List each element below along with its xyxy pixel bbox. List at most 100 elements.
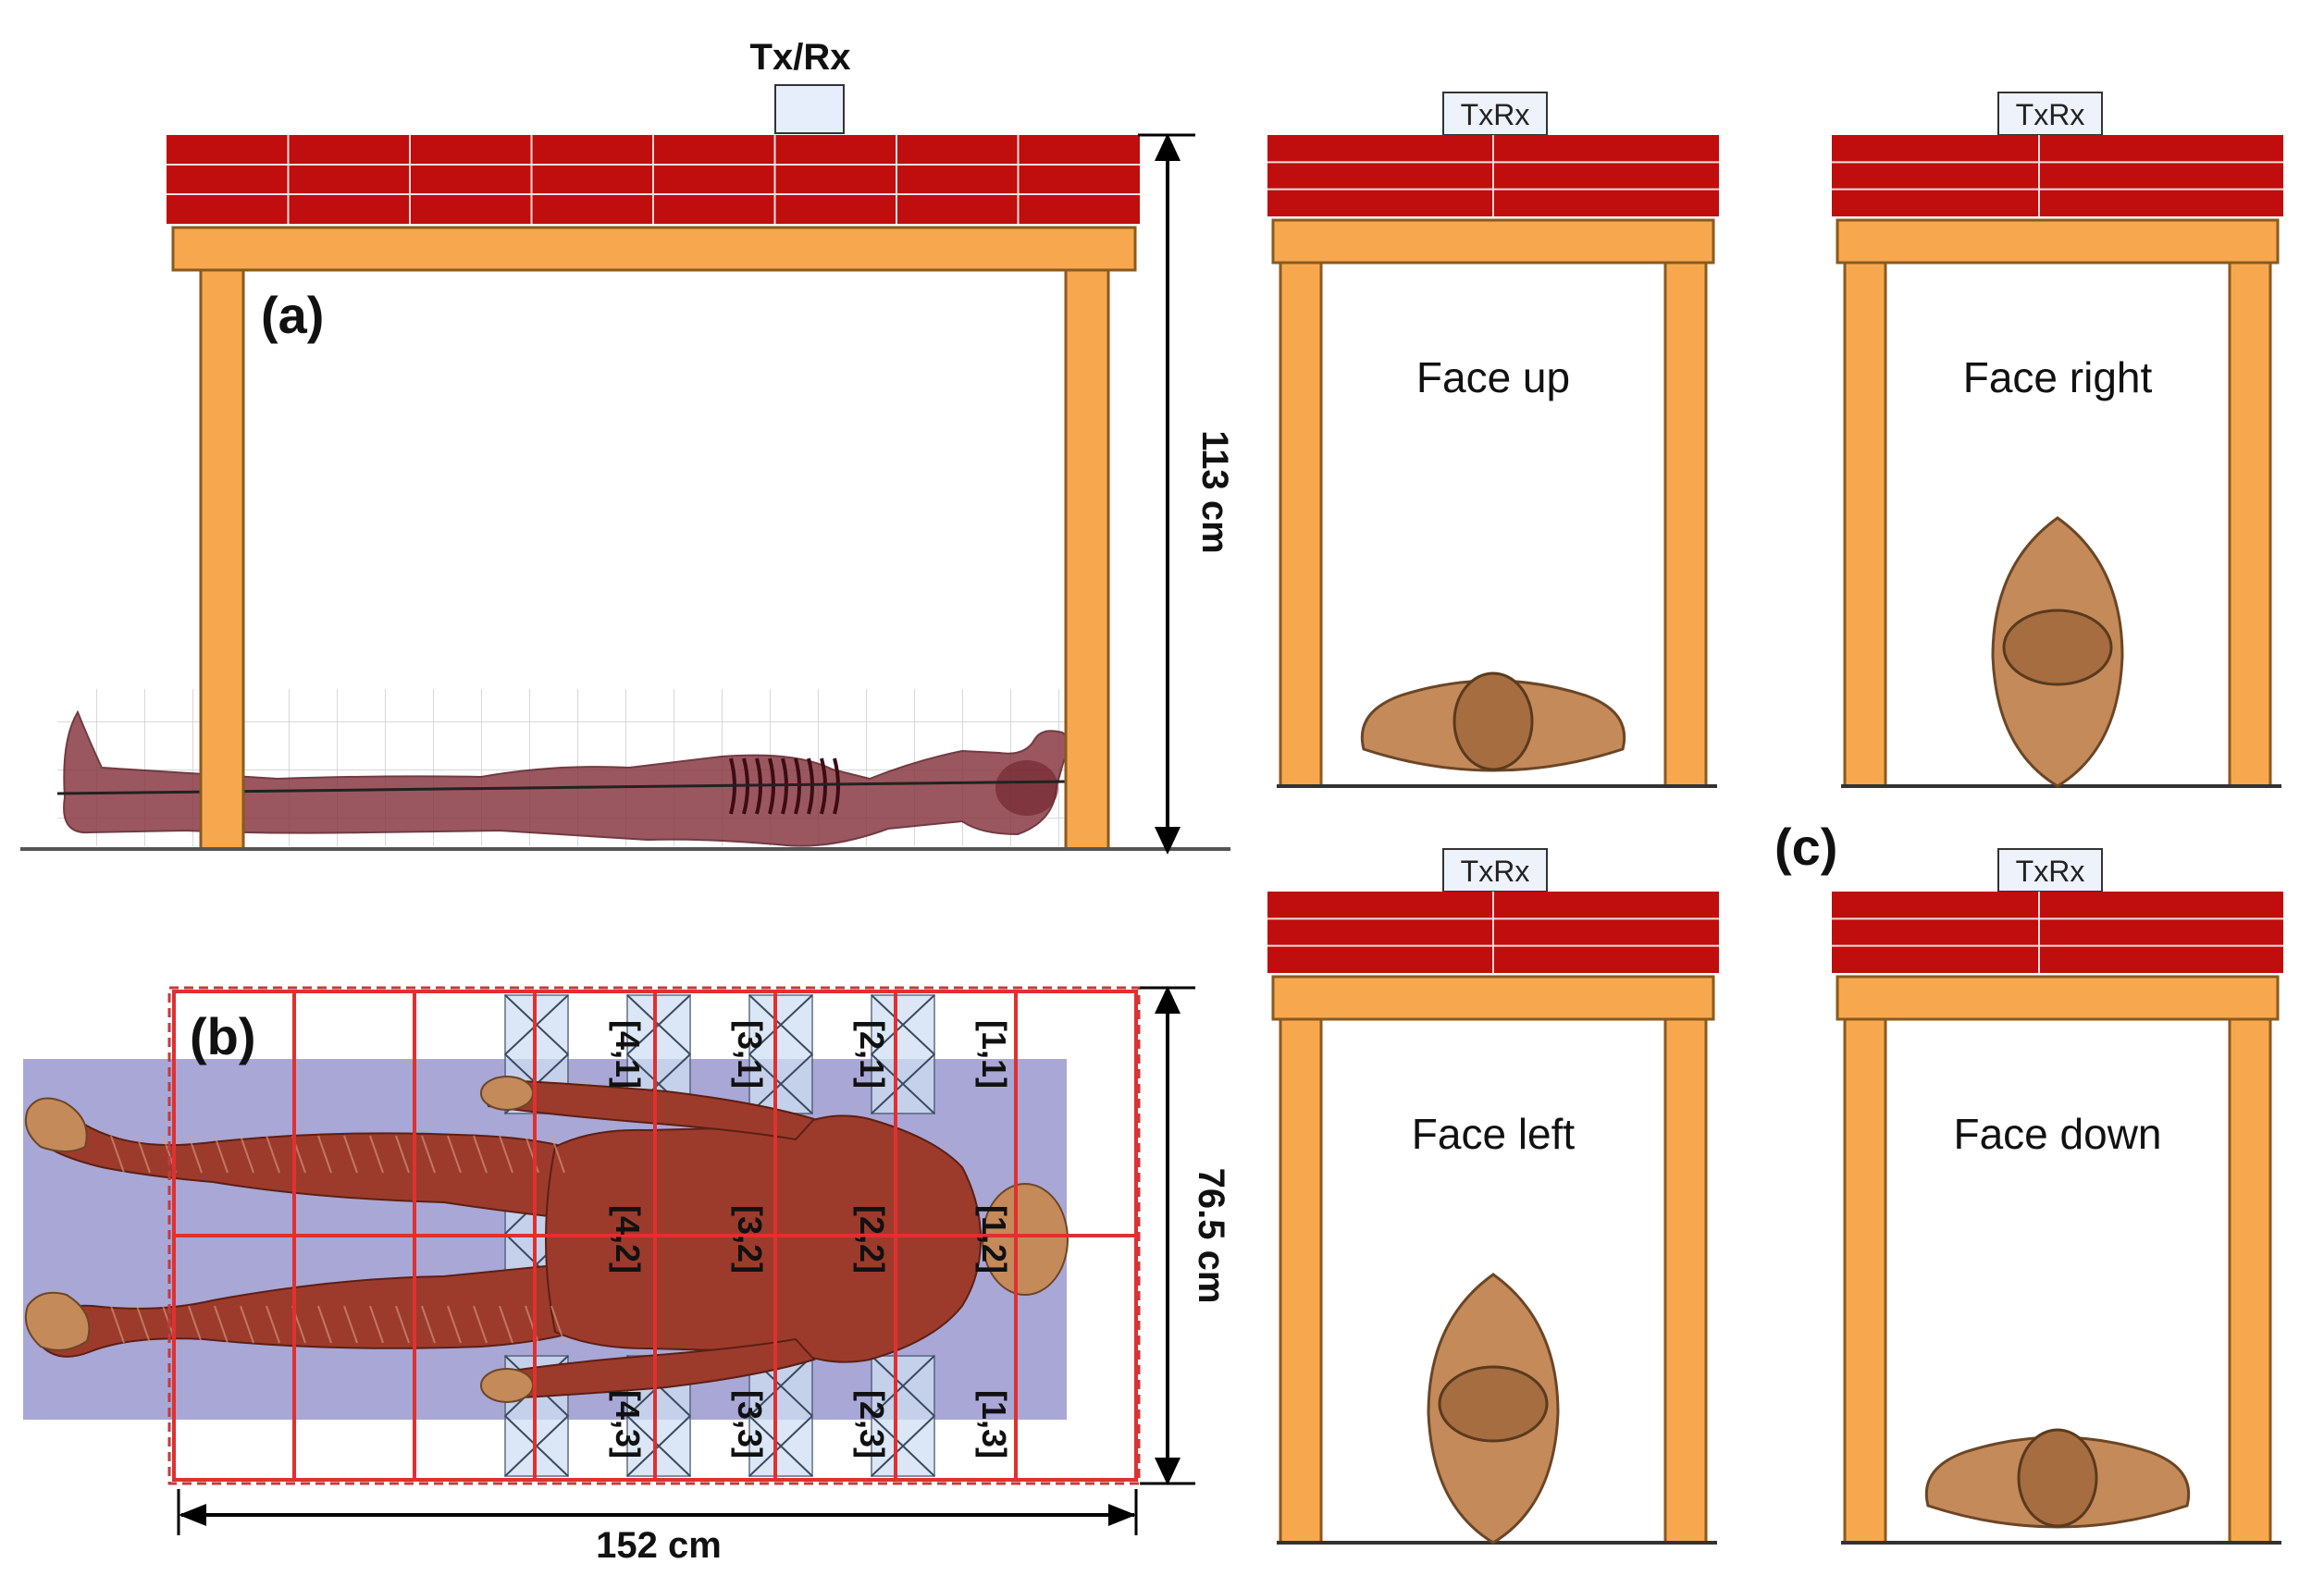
cell-label-3-1: [3,1]	[731, 1020, 769, 1089]
striation	[473, 1305, 488, 1344]
platform-outline	[167, 986, 1141, 1485]
view-face-right-antenna-label: TxRx	[2016, 98, 2085, 131]
striation	[369, 1135, 384, 1174]
muscle-striations	[110, 1135, 565, 1344]
view-face-left-title: Face left	[1412, 1110, 1576, 1158]
striation	[317, 1135, 332, 1174]
striation	[343, 1305, 358, 1344]
view-face-up: TxRx Face up	[1267, 92, 1719, 788]
width-dimension-label: 76.5 cm	[1191, 1168, 1231, 1304]
cell-label-2-3: [2,3]	[853, 1390, 891, 1459]
striation	[214, 1305, 229, 1344]
cell-label-4-2: [4,2]	[609, 1205, 647, 1274]
antenna-box	[774, 84, 845, 134]
frame-left-leg	[1279, 261, 1323, 788]
upper-foot	[24, 1097, 88, 1152]
antenna-label: Tx/Rx	[750, 37, 851, 78]
cell-box	[748, 1355, 813, 1477]
length-dimension-label: 152 cm	[596, 1525, 722, 1566]
striation	[240, 1135, 254, 1174]
view-face-down: TxRx Face down	[1832, 848, 2283, 1545]
view-face-down-antenna-label: TxRx	[2016, 855, 2085, 888]
height-dimension: 113 cm	[1138, 133, 1235, 855]
frame-left-leg	[1843, 261, 1887, 788]
height-dimension-label: 113 cm	[1194, 430, 1235, 553]
skull	[995, 760, 1058, 816]
frame-top-beam	[1271, 975, 1715, 1021]
frame-top-beam	[1271, 218, 1715, 265]
cell-cross	[748, 1355, 813, 1417]
cell-label-4-1: [4,1]	[609, 1020, 647, 1089]
head-cross-section	[2017, 1428, 2098, 1528]
view-face-right-title: Face right	[1963, 353, 2153, 401]
head-cross-section	[1452, 671, 1534, 771]
striation	[499, 1135, 513, 1174]
cell-cross	[748, 1415, 813, 1477]
head-cross-section	[1438, 1365, 1549, 1443]
striation	[421, 1135, 436, 1174]
striation	[473, 1135, 488, 1174]
antenna-array	[1832, 892, 2283, 973]
cell-label-1-2: [1,2]	[975, 1205, 1013, 1274]
view-face-down-title: Face down	[1953, 1110, 2161, 1158]
view-face-up-antenna-label: TxRx	[1461, 98, 1530, 131]
frame-right-leg	[2228, 261, 2272, 788]
cell-cross	[871, 1415, 935, 1477]
cell-box	[871, 994, 935, 1114]
cell-labels: [1,1] [2,1] [3,1] [4,1] [1,2] [2,2] [3,2…	[609, 1020, 1013, 1459]
striation	[395, 1135, 410, 1174]
frame-right-leg	[1064, 268, 1110, 851]
panel-c-orientations: TxRx Face up TxRx Face right TxRx Face l…	[1267, 92, 2283, 1545]
striation	[499, 1305, 513, 1344]
striation	[240, 1305, 254, 1344]
striation	[395, 1305, 410, 1344]
striation	[188, 1305, 203, 1344]
striation	[550, 1305, 565, 1344]
cell-cross	[748, 994, 813, 1055]
striation	[447, 1305, 462, 1344]
panel-b-label: (b)	[190, 1007, 256, 1065]
cell-label-1-3: [1,3]	[975, 1390, 1013, 1459]
red-grid	[172, 990, 1138, 1482]
cell-cross	[748, 1053, 813, 1114]
striation	[136, 1305, 151, 1344]
panel-b-top-view: [1,1] [2,1] [3,1] [4,1] [1,2] [2,2] [3,2…	[23, 986, 1231, 1566]
width-dimension: 76.5 cm	[1140, 986, 1231, 1485]
human-body-side	[56, 709, 1074, 847]
frame-right-leg	[2228, 1017, 2272, 1545]
striation	[421, 1305, 436, 1344]
cell-label-4-3: [4,3]	[609, 1390, 647, 1459]
striation	[214, 1135, 229, 1174]
view-face-left-antenna-label: TxRx	[1461, 855, 1530, 888]
view-face-right: TxRx Face right	[1832, 92, 2283, 788]
cell-label-3-2: [3,2]	[731, 1205, 769, 1274]
frame-left-leg	[1843, 1017, 1887, 1545]
panel-a-label: (a)	[261, 286, 324, 344]
cell-label-2-2: [2,2]	[853, 1205, 891, 1274]
lower-hand	[480, 1368, 534, 1403]
frame-right-leg	[1663, 1017, 1708, 1545]
frame-right-leg	[1663, 261, 1708, 788]
cell-cross	[871, 1355, 935, 1417]
cell-label-1-1: [1,1]	[975, 1020, 1013, 1089]
antenna-array	[167, 135, 1140, 224]
rib	[807, 757, 814, 815]
cell-label-2-1: [2,1]	[853, 1020, 891, 1089]
frame-top-beam	[171, 226, 1137, 272]
striation	[110, 1305, 125, 1344]
panel-a-side-view: Tx/Rx (a) 113 cm	[20, 37, 1235, 855]
striation	[188, 1135, 203, 1174]
cell-cross	[871, 994, 935, 1055]
striation	[136, 1135, 151, 1174]
head	[982, 1183, 1069, 1296]
length-dimension: 152 cm	[177, 1489, 1138, 1566]
rib	[833, 757, 840, 815]
cell-cross	[626, 1415, 691, 1477]
frame-left-leg	[1279, 1017, 1323, 1545]
antenna-box	[1442, 848, 1548, 892]
rib	[794, 757, 801, 815]
frame-top-beam	[1836, 218, 2280, 265]
frame-left-leg	[199, 268, 245, 851]
